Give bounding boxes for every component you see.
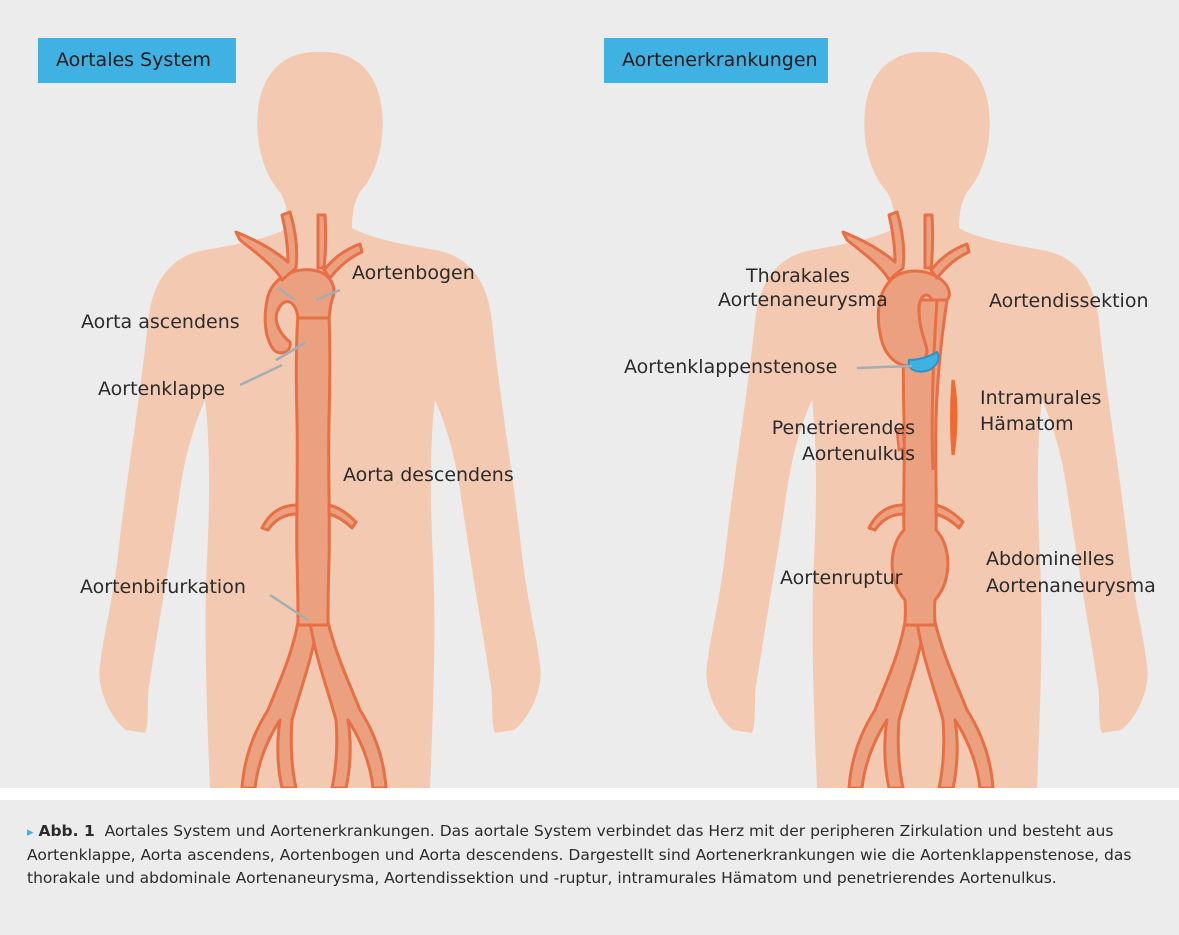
label-aortendissektion: Aortendissektion bbox=[989, 290, 1149, 313]
figure-caption: ▸ Abb. 1 Aortales System und Aortenerkra… bbox=[0, 800, 1179, 935]
label-thorakales: Thorakales bbox=[728, 265, 868, 288]
label-aortenklappe: Aortenklappe bbox=[98, 378, 225, 401]
caption-text-block: ▸ Abb. 1 Aortales System und Aortenerkra… bbox=[27, 820, 1159, 890]
label-aortenbogen: Aortenbogen bbox=[352, 262, 475, 285]
caption-figure-number: Abb. 1 bbox=[38, 822, 94, 840]
label-penetrierendes: Penetrierendes bbox=[728, 417, 915, 440]
label-aorta-descendens: Aorta descendens bbox=[343, 464, 514, 487]
caption-marker-icon: ▸ bbox=[27, 825, 34, 840]
label-abdominelles: Abdominelles bbox=[986, 548, 1114, 571]
label-aortenklappenstenose: Aortenklappenstenose bbox=[624, 356, 837, 379]
label-intramurales: Intramurales bbox=[980, 387, 1101, 410]
panel-title-aortenerkrankungen: Aortenerkrankungen bbox=[604, 38, 828, 83]
label-aortenruptur: Aortenruptur bbox=[780, 567, 903, 590]
label-thorakales-aortenaneurysma: Aortenaneurysma bbox=[718, 289, 878, 312]
label-aorta-ascendens: Aorta ascendens bbox=[81, 311, 240, 334]
label-aortenbifurkation: Aortenbifurkation bbox=[80, 576, 246, 599]
label-aortenulkus: Aortenulkus bbox=[728, 443, 915, 466]
label-haematom: Hämatom bbox=[980, 413, 1074, 436]
caption-text: Aortales System und Aortenerkrankungen. … bbox=[27, 822, 1131, 887]
figure-panel: Aortales System Aortenbogen Aorta ascend… bbox=[0, 0, 1179, 788]
panel-title-aortales-system: Aortales System bbox=[38, 38, 236, 83]
label-abdominelles-aortenaneurysma: Aortenaneurysma bbox=[986, 575, 1156, 598]
